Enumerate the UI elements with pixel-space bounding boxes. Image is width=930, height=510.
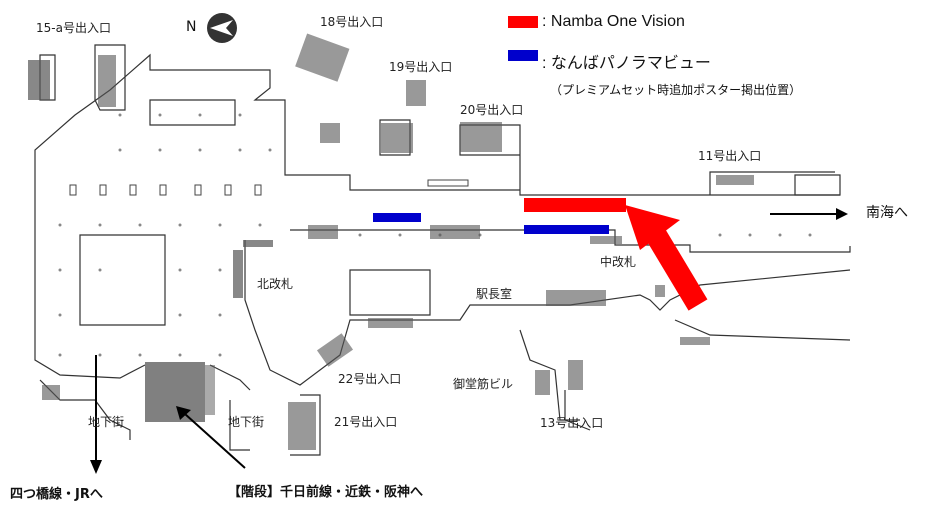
namba-one-vision-marker bbox=[524, 198, 626, 212]
small-rooms bbox=[69, 179, 469, 196]
legend-note: （プレミアムセット時追加ポスター掲出位置） bbox=[550, 83, 802, 97]
nankai-direction-label: 南海へ bbox=[866, 205, 908, 221]
exit-19-label: 19号出入口 bbox=[389, 60, 453, 74]
column-dots bbox=[58, 113, 812, 357]
exit-21-label: 21号出入口 bbox=[334, 415, 398, 429]
direction-arrows bbox=[90, 208, 848, 474]
middle-gate-label: 中改札 bbox=[600, 255, 637, 269]
exit-20-label: 20号出入口 bbox=[460, 103, 524, 117]
exit-15a-label: 15-a号出入口 bbox=[36, 21, 111, 35]
station-office-label: 駅長室 bbox=[476, 287, 513, 301]
stairs bbox=[28, 33, 754, 450]
yotsubashi-jr-direction-label: 四つ橋線・JRへ bbox=[10, 487, 103, 502]
compass-label: N bbox=[186, 19, 197, 35]
legend-namba-one-vision: : Namba One Vision bbox=[542, 13, 685, 30]
exit-18-label: 18号出入口 bbox=[320, 15, 384, 29]
north-gate-label: 北改札 bbox=[257, 277, 294, 291]
underground-mall-label-left: 地下街 bbox=[88, 415, 125, 429]
legend-panorama-view: : なんばパノラマビュー bbox=[542, 55, 711, 72]
exit-11-label: 11号出入口 bbox=[698, 149, 762, 163]
underground-mall-label-right: 地下街 bbox=[228, 415, 265, 429]
stairs-direction-label: 【階段】千日前線・近鉄・阪神へ bbox=[228, 485, 424, 500]
midosuji-building-label: 御堂筋ビル bbox=[453, 377, 514, 391]
north-compass-icon bbox=[207, 13, 237, 43]
legend-red-swatch bbox=[508, 16, 538, 28]
red-direction-arrow bbox=[625, 205, 708, 311]
panorama-view-marker-2 bbox=[524, 225, 609, 234]
panorama-view-marker-1 bbox=[373, 213, 421, 222]
exit-22-label: 22号出入口 bbox=[338, 372, 402, 386]
legend-blue-swatch bbox=[508, 50, 538, 61]
exit-13-label: 13号出入口 bbox=[540, 416, 604, 430]
